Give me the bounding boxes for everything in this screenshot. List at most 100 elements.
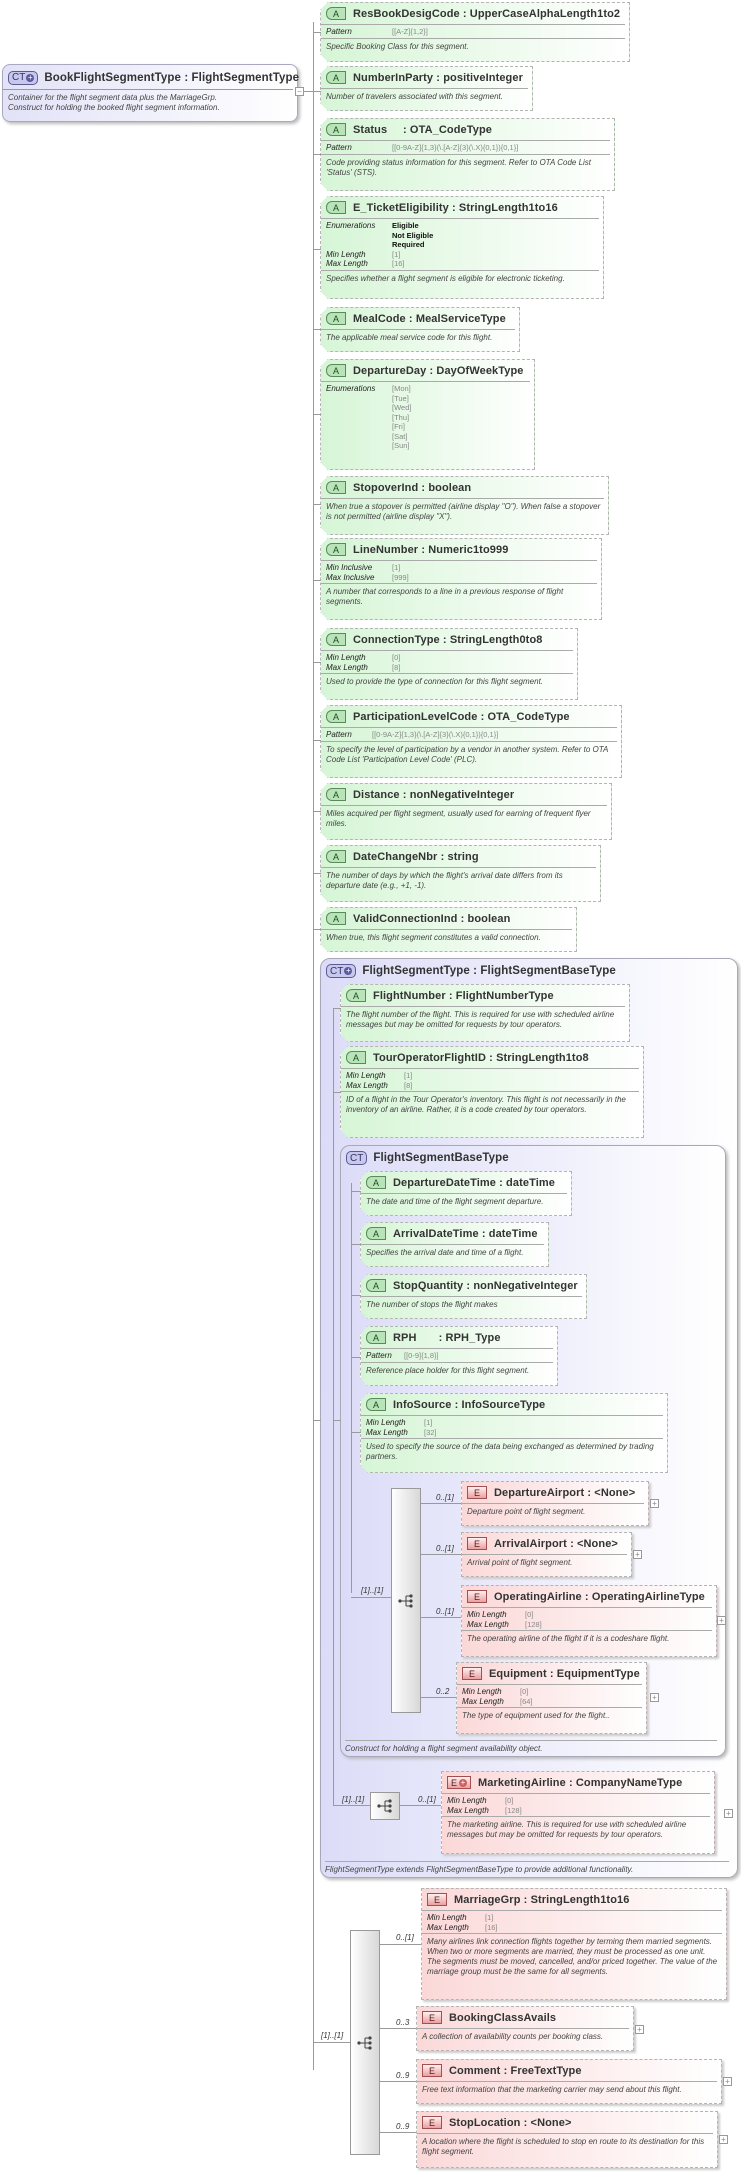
attribute-icon: A	[326, 201, 346, 214]
base-trunk	[351, 1183, 352, 1593]
fst-trunk	[333, 1008, 334, 1805]
attribute-icon: A	[326, 710, 346, 723]
expand-toggle[interactable]: +	[724, 1809, 733, 1818]
expand-toggle[interactable]: +	[650, 1499, 659, 1508]
attribute-icon: A	[346, 1051, 366, 1064]
expand-toggle[interactable]: +	[717, 1616, 726, 1625]
sequence-compositor[interactable]	[350, 1930, 380, 2155]
branch-line	[421, 1617, 466, 1618]
branch-line	[313, 154, 321, 155]
attribute-icon: A	[326, 912, 346, 925]
attribute-icon: A	[326, 312, 346, 325]
branch-line	[351, 1357, 361, 1358]
sequence-compositor[interactable]	[370, 1792, 400, 1820]
root-complex-type[interactable]: CT+ BookFlightSegmentType : FlightSegmen…	[2, 64, 300, 122]
branch-line	[333, 1420, 341, 1421]
branch-line	[313, 929, 321, 930]
attribute-icon: A	[326, 481, 346, 494]
branch-line	[313, 249, 321, 250]
branch-line	[380, 2028, 417, 2029]
branch-line	[333, 1092, 341, 1093]
root-title: BookFlightSegmentType : FlightSegmentTyp…	[44, 71, 300, 84]
element-marketingairline[interactable]: E+MarketingAirline : CompanyNameType Min…	[441, 1771, 715, 1854]
complex-type-icon: CT+	[326, 964, 357, 978]
branch-line	[380, 2132, 417, 2133]
attribute-icon: A	[326, 850, 346, 863]
sequence-compositor[interactable]	[391, 1488, 421, 1713]
root-doc: Container for the flight segment data pl…	[8, 93, 220, 112]
attribute-icon: A	[366, 1176, 386, 1189]
sequence-connector	[313, 2042, 350, 2043]
sequence-connector	[333, 1805, 370, 1806]
branch-line	[380, 2081, 417, 2082]
expand-toggle[interactable]: +	[723, 2077, 732, 2086]
branch-line	[313, 329, 321, 330]
branch-line	[313, 1420, 321, 1421]
attributes-trunk	[313, 22, 314, 2070]
attribute-icon: A	[326, 633, 346, 646]
complex-type-icon: CT	[346, 1151, 368, 1165]
element-icon: E	[467, 1486, 487, 1499]
branch-line	[421, 1503, 466, 1504]
branch-line	[421, 1697, 461, 1698]
branch-line	[351, 1244, 361, 1245]
branch-line	[333, 1008, 341, 1009]
branch-line	[351, 1295, 361, 1296]
branch-line	[313, 504, 321, 505]
complex-type-icon: CT+	[8, 70, 39, 85]
sequence-icon	[357, 2035, 372, 2050]
expand-toggle[interactable]: +	[635, 2025, 644, 2034]
root-connector	[298, 91, 313, 92]
branch-line	[351, 1191, 361, 1192]
element-icon: E+	[447, 1776, 472, 1789]
element-icon: E	[462, 1667, 482, 1680]
collapse-toggle[interactable]: −	[295, 87, 304, 96]
attribute-icon: A	[346, 989, 366, 1002]
branch-line	[313, 662, 321, 663]
branch-line	[313, 873, 321, 874]
attribute-icon: A	[366, 1331, 386, 1344]
expand-toggle[interactable]: +	[719, 2135, 728, 2144]
element-icon: E	[427, 1893, 447, 1906]
branch-line	[313, 580, 321, 581]
branch-line	[313, 811, 321, 812]
branch-line	[421, 1554, 466, 1555]
attribute-icon: A	[366, 1227, 386, 1240]
branch-line	[351, 1432, 361, 1433]
sequence-icon	[377, 1799, 392, 1813]
expand-toggle[interactable]: +	[650, 1693, 659, 1702]
branch-line	[400, 1805, 442, 1806]
attribute-icon: A	[326, 7, 346, 20]
element-icon: E	[422, 2011, 442, 2024]
sequence-icon	[398, 1593, 413, 1608]
expand-toggle[interactable]: +	[633, 1550, 642, 1559]
